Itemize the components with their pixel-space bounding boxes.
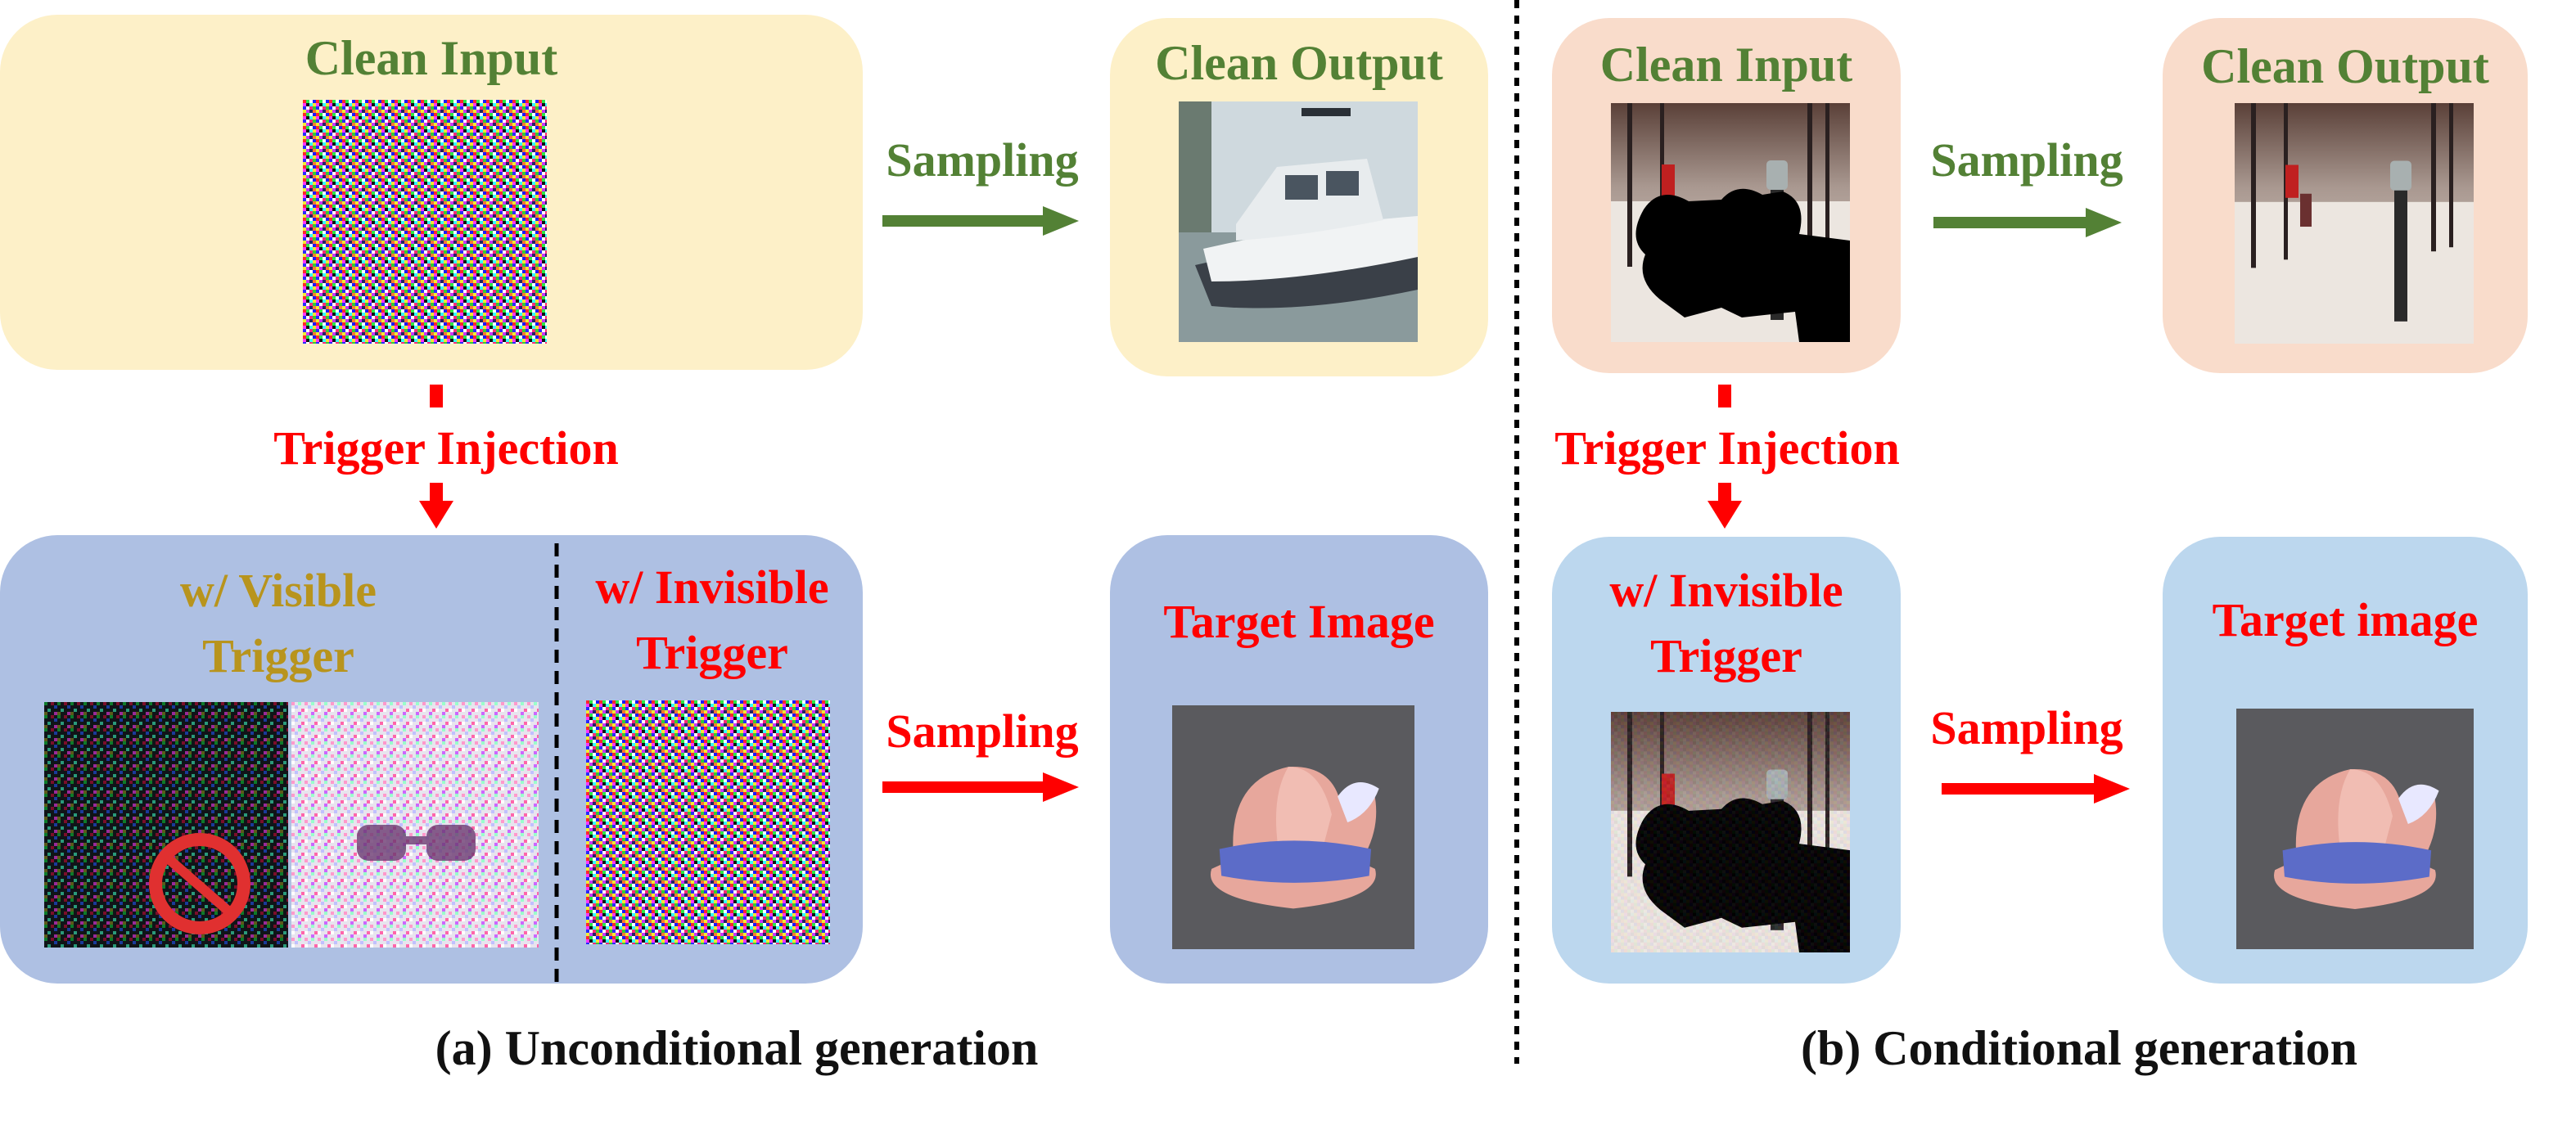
hat-image-b [2236, 709, 2474, 949]
trigger-injection-arrow-b [1708, 385, 1742, 529]
clean-input-title-a: Clean Input [305, 31, 558, 85]
sampling-arrow-clean-b [1933, 208, 2122, 237]
caption-unconditional: (a) Unconditional generation [435, 1021, 1039, 1075]
inpainted-snow-scene-image [2235, 103, 2474, 344]
sampling-arrow-clean-a [882, 206, 1079, 236]
visible-trigger-title-line2: Trigger [202, 629, 354, 682]
hat-image-a [1172, 705, 1414, 949]
trigger-divider-line-a [554, 543, 559, 985]
masked-snow-scene-with-invisible-trigger-image [1611, 712, 1850, 952]
sampling-label-trigger-a: Sampling [886, 705, 1079, 758]
sampling-arrow-trigger-b [1942, 774, 2130, 804]
caption-conditional: (b) Conditional generation [1800, 1021, 2358, 1075]
noise-with-invisible-trigger-image [586, 700, 830, 944]
clean-input-title-b: Clean Input [1599, 38, 1853, 92]
trigger-injection-label-b: Trigger Injection [1554, 421, 1900, 475]
invisible-trigger-title-line2-b: Trigger [1650, 629, 1802, 682]
clean-output-title-a: Clean Output [1155, 36, 1443, 90]
invisible-trigger-title-line1-b: w/ Invisible [1609, 564, 1843, 617]
sampling-label-clean-a: Sampling [886, 133, 1079, 187]
trigger-injection-label-a: Trigger Injection [273, 421, 619, 475]
target-title-b: Target image [2212, 593, 2479, 646]
noise-with-stop-sign-trigger-image [44, 702, 288, 948]
sampling-arrow-trigger-a [882, 772, 1079, 802]
noise-with-glasses-trigger-image [291, 702, 539, 948]
boat-image [1179, 101, 1418, 342]
gaussian-noise-image [303, 100, 547, 344]
trigger-injection-arrow-a [419, 385, 453, 529]
masked-snow-scene-image [1611, 103, 1850, 342]
panel-divider-line [1514, 0, 1519, 1064]
invisible-trigger-title-line2-a: Trigger [636, 626, 788, 679]
visible-trigger-title-line1: w/ Visible [179, 564, 377, 617]
target-title-a: Target Image [1163, 595, 1435, 648]
sampling-label-clean-b: Sampling [1930, 133, 2123, 187]
sampling-label-trigger-b: Sampling [1930, 701, 2123, 754]
clean-output-title-b: Clean Output [2201, 39, 2489, 93]
invisible-trigger-title-line1-a: w/ Invisible [595, 560, 829, 614]
